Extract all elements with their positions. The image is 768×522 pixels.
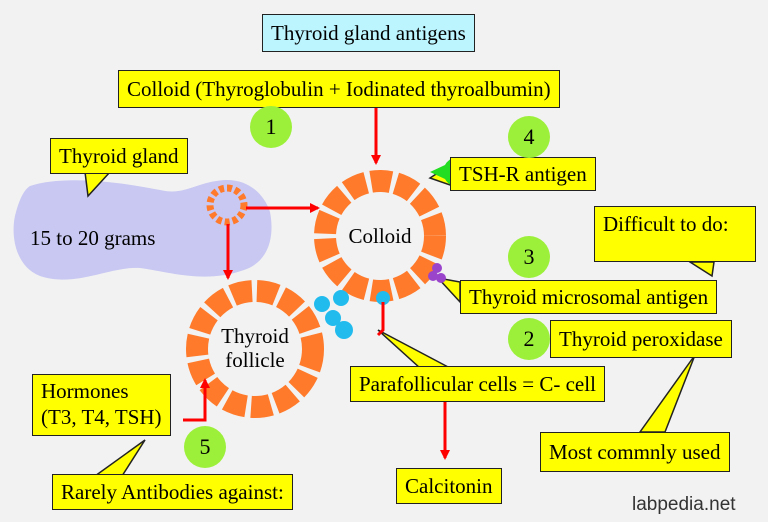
thyroid-gland-box: Thyroid gland — [50, 138, 188, 174]
number-1-badge: 1 — [250, 106, 292, 148]
number-3-badge: 3 — [508, 236, 550, 278]
pointer-rarely — [92, 439, 146, 477]
rarely-antibodies-box: Rarely Antibodies against: — [52, 474, 293, 510]
website-label: labpedia.net — [632, 494, 736, 515]
page-title: Thyroid gland antigens — [262, 14, 475, 52]
number-2-badge: 2 — [508, 318, 550, 360]
pointer-most-used — [638, 354, 696, 433]
line-parafollicular — [376, 302, 385, 337]
parafollicular-cells-shape — [314, 290, 390, 339]
calcitonin-box: Calcitonin — [396, 468, 502, 504]
arrow-hormones-to-follicle — [183, 378, 210, 422]
colloid-ring — [314, 170, 446, 302]
pointer-parafollicular — [377, 329, 451, 369]
thyroid-peroxidase-box: Thyroid peroxidase — [550, 320, 732, 358]
number-4-badge: 4 — [508, 116, 550, 158]
gland-weight-label: 15 to 20 grams — [30, 226, 156, 250]
hormones-box: Hormones (T3, T4, TSH) — [32, 374, 171, 436]
number-5-badge: 5 — [184, 426, 226, 468]
microsomal-antigen-box: Thyroid microsomal antigen — [460, 280, 718, 314]
most-used-box: Most commnly used — [540, 432, 730, 472]
microsomal-antigen-shape — [428, 263, 446, 283]
difficult-box: Difficult to do: — [594, 206, 756, 262]
thyroid-follicle-ring — [186, 280, 324, 418]
thyroid-gland-shape — [13, 179, 272, 280]
colloid-label: Colloid — [348, 224, 412, 248]
thyroid-follicle-label: Thyroid follicle — [221, 324, 289, 373]
tsh-r-antigen-box: TSH-R antigen — [450, 157, 596, 191]
small-follicle-ring — [206, 184, 248, 226]
colloid-composition-box: Colloid (Thyroglobulin + Iodinated thyro… — [118, 70, 560, 108]
parafollicular-box: Parafollicular cells = C- cell — [350, 366, 605, 402]
pointer-difficult — [687, 261, 715, 278]
